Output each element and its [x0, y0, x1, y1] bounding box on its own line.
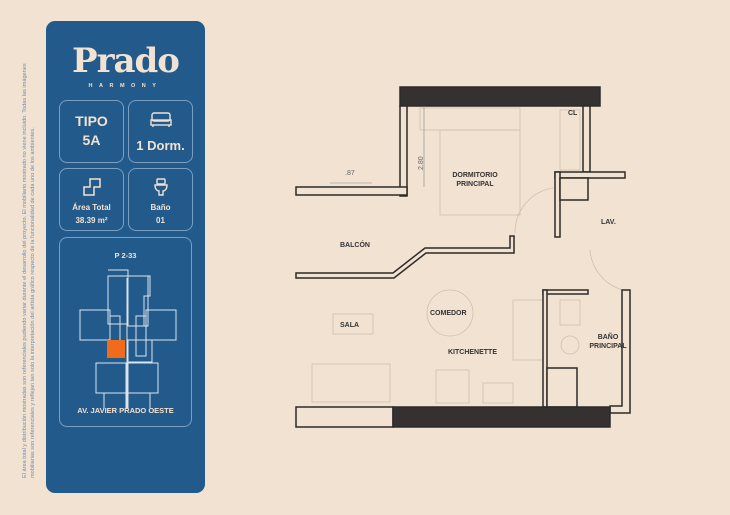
room-label-dormitorio: DORMITORIO PRINCIPAL [452, 172, 498, 188]
room-label-lav: LAV. [601, 219, 616, 226]
room-label-cl: CL [568, 110, 578, 117]
furniture [311, 107, 624, 406]
brand-logo: Prado [72, 41, 180, 81]
bath-card: Baño 01 [128, 168, 193, 231]
room-label-sala: SALA [340, 322, 360, 329]
brand-subtitle: HARMONY [88, 83, 163, 89]
area-card: Área Total 38.39 m² [59, 168, 124, 231]
room-label-bano: BAÑO PRINCIPAL [589, 334, 627, 350]
address-label: AV. JAVIER PRADO OESTE [77, 406, 174, 415]
area-value: 38.39 m² [75, 216, 108, 225]
room-height-dimension: 2.80 [418, 156, 425, 170]
tipo-value: 5A [82, 132, 101, 148]
bath-value: 01 [156, 216, 165, 225]
bedrooms-card: 1 Dorm. [128, 100, 193, 163]
toilet-icon [153, 178, 168, 196]
key-plan-diagram [79, 269, 177, 408]
area-icon [82, 178, 101, 196]
floor-label: P 2-33 [114, 251, 137, 260]
bath-label: Baño [150, 203, 171, 212]
walls [295, 86, 631, 428]
room-label-kitchenette: KITCHENETTE [448, 349, 497, 356]
balcony-width-dimension: .87 [345, 170, 355, 177]
tipo-label: TIPO [75, 113, 108, 129]
disclaimer-text: El área total y distribución mostradas s… [22, 63, 36, 478]
room-label-balcon: BALCÓN [340, 242, 370, 249]
bed-icon [149, 112, 172, 127]
key-plan-card: P 2-33 AV. JAVIER PRADO OESTE [59, 237, 192, 427]
info-panel: Prado HARMONY TIPO 5A 1 Dorm. Área Total… [46, 21, 205, 493]
bedrooms-value: 1 Dorm. [136, 138, 185, 153]
tipo-card: TIPO 5A [59, 100, 124, 163]
unit-highlight [107, 340, 125, 358]
room-label-comedor: COMEDOR [430, 310, 467, 317]
area-label: Área Total [72, 203, 111, 212]
